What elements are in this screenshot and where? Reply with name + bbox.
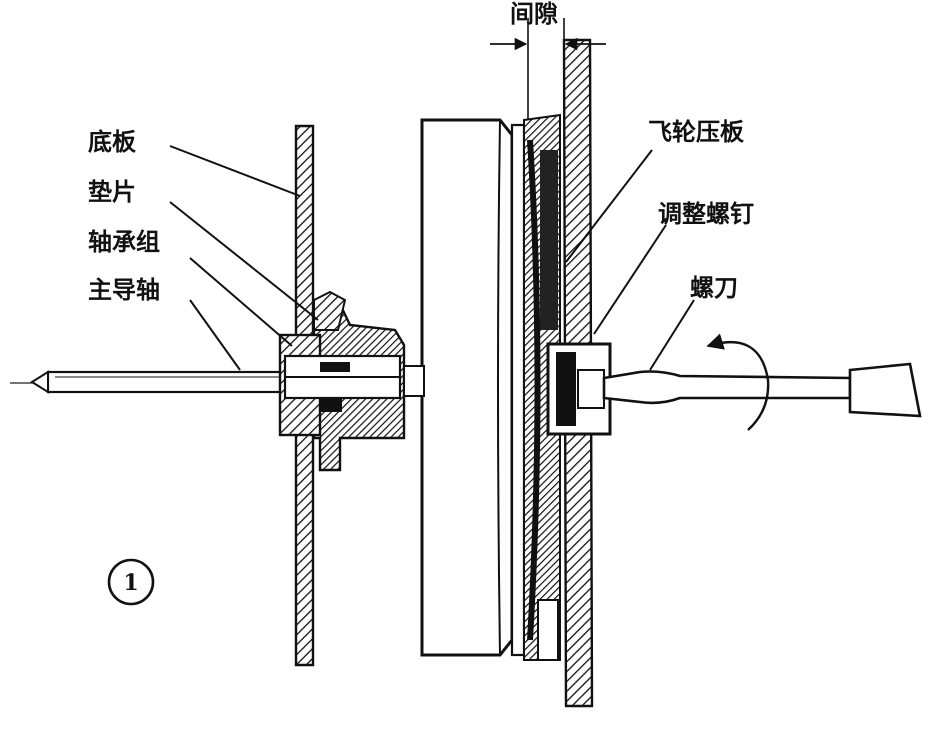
bearing-group-label: 轴承组 — [88, 228, 160, 256]
base-plate-label: 底板 — [88, 128, 137, 156]
main-shaft — [30, 370, 290, 394]
gap-dimension — [490, 18, 606, 120]
screwdriver-label: 螺刀 — [690, 274, 738, 302]
gap-label: 间隙 — [510, 0, 558, 28]
main-shaft-label: 主导轴 — [88, 276, 160, 304]
leader-lines-right — [565, 149, 695, 371]
bearing-housing — [278, 298, 406, 472]
adjustment-screw — [546, 342, 612, 436]
screwdriver — [602, 362, 922, 418]
adjust-screw-label: 调整螺钉 — [658, 200, 754, 228]
figure-number-circle — [107, 558, 155, 606]
flywheel-pressure-plate — [523, 113, 561, 661]
figure-number: 1 — [123, 570, 138, 596]
shim — [313, 290, 347, 331]
shim-label: 垫片 — [88, 178, 136, 206]
rotation-arrow — [706, 333, 770, 431]
flywheel — [403, 118, 526, 657]
leader-lines-left — [169, 145, 319, 371]
flywheel-plate-label: 飞轮压板 — [648, 118, 745, 146]
